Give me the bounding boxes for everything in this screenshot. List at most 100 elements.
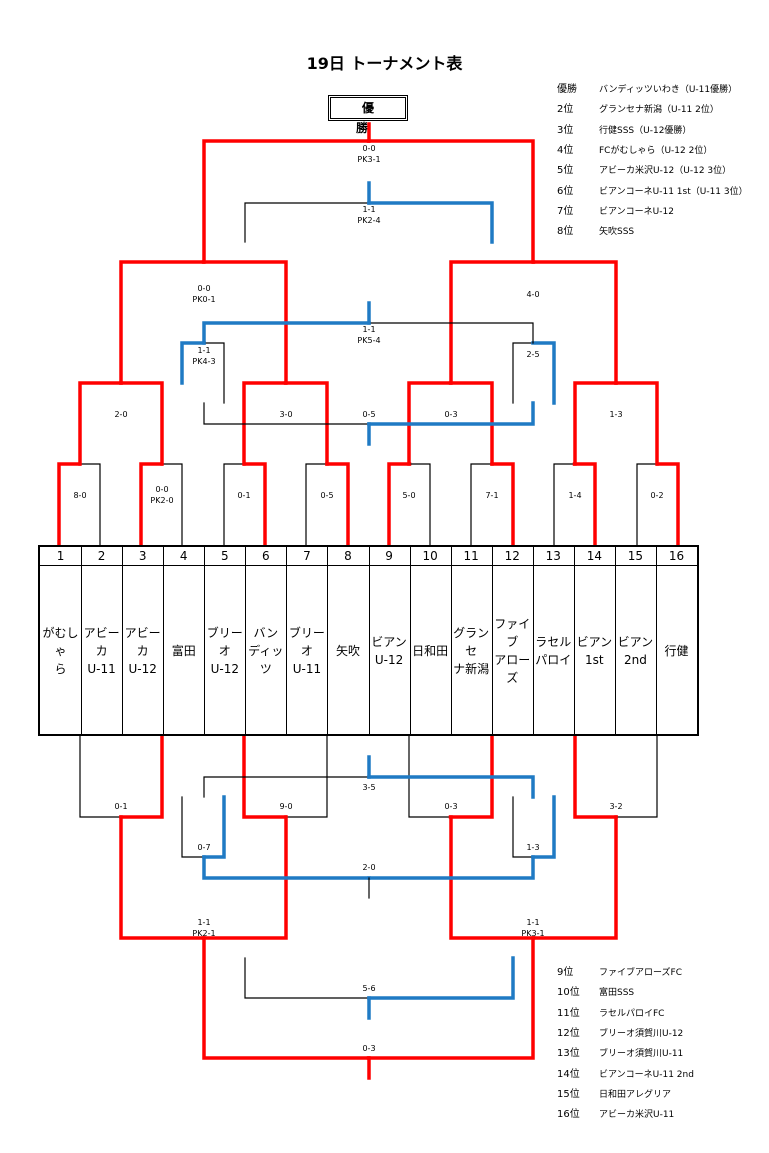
rank-position: 6位 — [557, 185, 574, 197]
rank-position: 9位 — [557, 967, 574, 978]
ranking-row: 11位ラセルパロイFC — [557, 1004, 664, 1019]
match-score: 8-0 — [73, 491, 87, 500]
team-number: 13 — [545, 549, 561, 563]
match-score: 0-1 — [237, 491, 251, 500]
bracket-line — [119, 815, 206, 940]
ranking-row: 10位 富田SSS — [557, 983, 634, 998]
bracket-line — [387, 462, 412, 547]
match-score: 7-1 — [485, 491, 499, 500]
bracket-line — [119, 734, 164, 819]
bracket-line — [202, 855, 371, 880]
team-number: 10 — [422, 549, 438, 563]
table-column-line — [573, 547, 575, 736]
team-number: 15 — [627, 549, 644, 563]
table-column-line — [368, 547, 370, 736]
rank-team: ブリーオ須賀川U-12 — [599, 1028, 684, 1039]
ranking-row: 3位行健SSS（U-12優勝） — [557, 121, 691, 136]
bracket-line — [366, 139, 535, 264]
bracket-line — [366, 936, 535, 1060]
table-column-line — [122, 547, 124, 736]
table-column-line — [655, 547, 657, 736]
bracket-line — [203, 342, 225, 404]
bracket-line — [242, 462, 267, 547]
bracket-line — [614, 381, 659, 466]
ranking-row: 15位日和田アレグリア — [557, 1085, 671, 1100]
team-number: 6 — [262, 549, 270, 563]
rank-position: 3位 — [557, 124, 574, 136]
table-column-line — [204, 547, 206, 736]
bracket-line — [201, 815, 288, 940]
rank-position: 10位 — [557, 987, 580, 999]
rank-team: バンディッツいわき（U-11優勝） — [599, 85, 738, 95]
rank-team: ビアンコーネU-12 — [599, 206, 674, 217]
team-number: 14 — [586, 549, 602, 563]
bracket-line — [367, 201, 494, 244]
ranking-row: 8位矢吹SSS — [557, 222, 634, 237]
rank-team: アビーカ米沢U-12（U-12 3位） — [599, 166, 732, 177]
match-score: 2-0 — [114, 410, 128, 419]
match-score: 5-0 — [402, 491, 416, 500]
match-score: 9-0 — [279, 802, 293, 811]
team-name: ファイブアローズ — [494, 616, 531, 685]
table-column-line — [491, 547, 493, 736]
ranking-row: 6位ビアンコーネU-11 1st（U-11 3位） — [557, 182, 748, 197]
match-score: 0-1 — [114, 802, 128, 811]
ranking-row: 14位ビアンコーネU-11 2nd — [557, 1065, 694, 1080]
ranking-row: 7位ビアンコーネU-12 — [557, 202, 674, 217]
bracket-line — [448, 734, 494, 819]
bracket-line — [78, 463, 101, 546]
ranking-row: 13位ブリーオ須賀川U-11 — [557, 1044, 683, 1059]
rank-team: 富田SSS — [599, 988, 635, 999]
team-name: バンディッツ — [248, 625, 284, 676]
bracket-line — [408, 463, 431, 546]
bracket-line — [368, 322, 534, 344]
bracket-line — [305, 463, 328, 546]
champion-box: 優 勝 — [328, 95, 408, 135]
bracket-line — [655, 462, 680, 547]
team-number: 7 — [303, 549, 311, 563]
bracket-line — [553, 463, 576, 546]
bracket-line — [78, 381, 123, 466]
rank-team: 矢吹SSS — [599, 227, 635, 238]
table-column-line — [163, 547, 165, 736]
rank-team: グランセナ新潟（U-11 2位） — [599, 105, 719, 116]
match-score: 1-3 — [526, 843, 540, 852]
table-column-line — [286, 547, 288, 736]
match-score: 3-0 — [279, 410, 293, 419]
team-name: ラセルパロイ — [535, 634, 572, 667]
rank-position: 12位 — [557, 1027, 580, 1039]
bracket-line — [490, 462, 515, 547]
bracket-line — [531, 795, 556, 859]
bracket-line — [449, 260, 536, 385]
match-score: 0-5 — [320, 491, 334, 500]
bracket-line — [572, 462, 597, 547]
ranking-row: 12位 ブリーオ須賀川U-12 — [557, 1024, 683, 1039]
match-score: 0-3 — [444, 802, 458, 811]
bracket-line — [636, 463, 659, 546]
bracket-line — [201, 260, 288, 385]
rank-position: 2位 — [557, 104, 574, 116]
bracket-line — [367, 855, 535, 880]
bracket-line — [242, 381, 288, 466]
match-score: 4-0 — [526, 290, 540, 299]
team-number: 16 — [668, 549, 685, 563]
team-name: がむしゃら — [42, 625, 79, 676]
rank-team: 日和田アレグリア — [599, 1089, 672, 1100]
page-title: 19日 トーナメント表 — [306, 54, 463, 73]
bracket-line — [203, 402, 370, 425]
bracket-line — [242, 734, 288, 819]
table-column-line — [450, 547, 452, 736]
rank-position: 16位 — [557, 1109, 580, 1121]
ranking-row: 16位アビーカ米沢U-11 — [557, 1105, 674, 1120]
bracket-line — [448, 381, 494, 466]
rank-team: ラセルパロイFC — [599, 1008, 665, 1019]
